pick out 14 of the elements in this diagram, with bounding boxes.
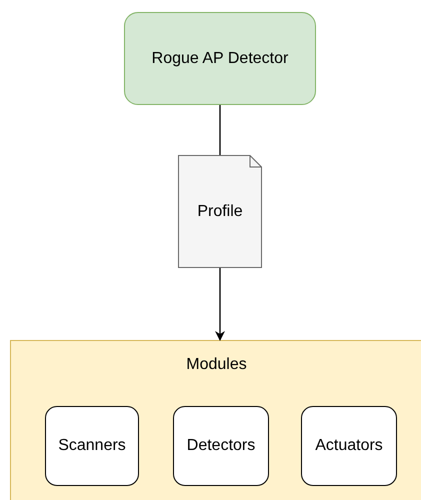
- module-box: [301, 406, 397, 486]
- process-box: [124, 12, 316, 105]
- node-label: Detectors: [186, 436, 256, 456]
- module-box: [45, 406, 139, 486]
- node-label: Scanners: [58, 436, 126, 456]
- document-shape: [178, 155, 262, 268]
- group-container: [10, 340, 421, 500]
- module-box: [173, 406, 269, 486]
- node-label: Profile: [197, 202, 243, 220]
- connector-line: [219, 105, 221, 155]
- arrow: [215, 268, 225, 341]
- node-label: Actuators: [315, 436, 383, 456]
- node-label: Rogue AP Detector: [152, 48, 288, 68]
- node-label: Modules: [186, 355, 247, 375]
